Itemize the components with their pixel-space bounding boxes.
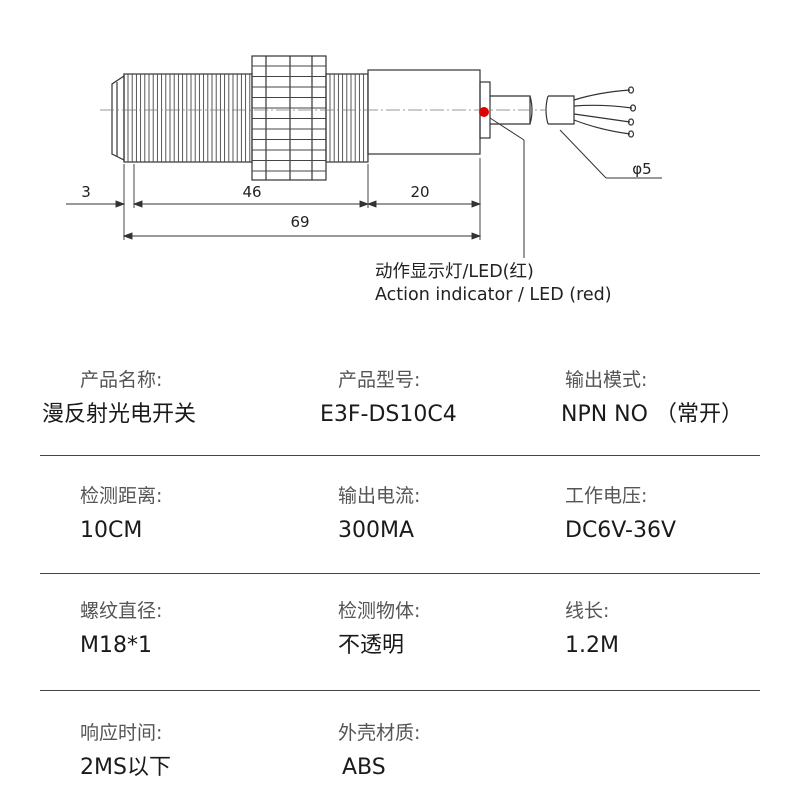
spec-label: 输出模式: xyxy=(565,369,648,391)
spec-detect-distance: 检测距离: 10CM xyxy=(80,484,162,546)
spec-label: 螺纹直径: xyxy=(80,600,163,622)
spec-label: 输出电流: xyxy=(338,485,421,507)
spec-label: 产品型号: xyxy=(338,369,421,391)
spec-label: 检测距离: xyxy=(80,485,163,507)
spec-label: 检测物体: xyxy=(338,600,421,622)
sensor-dimension-diagram: 3 46 20 69 φ5 动作显示灯/LED(红) Action indica… xyxy=(0,0,800,330)
dim-69-label: 69 xyxy=(290,213,310,231)
spec-response-time: 响应时间: 2MS以下 xyxy=(80,721,171,783)
spec-value: ABS xyxy=(342,755,386,780)
spec-value: M18*1 xyxy=(80,633,152,658)
spec-label: 响应时间: xyxy=(80,722,163,744)
spec-product-name: 产品名称: 漫反射光电开关 xyxy=(42,368,196,430)
spec-model: 产品型号: E3F-DS10C4 xyxy=(320,368,457,430)
spec-value: E3F-DS10C4 xyxy=(320,402,457,427)
spec-cable-length: 线长: 1.2M xyxy=(565,599,619,661)
led-caption-english: Action indicator / LED (red) xyxy=(375,285,612,305)
spec-value: NPN NO （常开） xyxy=(561,402,743,427)
sensor-drawing xyxy=(66,55,662,258)
spec-value: DC6V-36V xyxy=(565,518,677,543)
spec-detect-object: 检测物体: 不透明 xyxy=(338,599,420,661)
spec-value: 2MS以下 xyxy=(80,755,171,780)
led-indicator xyxy=(479,107,489,117)
spec-label: 外壳材质: xyxy=(338,722,421,744)
dim-3-label: 3 xyxy=(81,183,91,201)
cable-diameter-label: φ5 xyxy=(632,160,652,178)
spec-value: 1.2M xyxy=(565,633,619,658)
row-divider xyxy=(40,690,760,691)
spec-value: 不透明 xyxy=(338,633,405,658)
spec-thread-diameter: 螺纹直径: M18*1 xyxy=(80,599,162,661)
dim-20-label: 20 xyxy=(410,183,430,201)
spec-label: 工作电压: xyxy=(565,485,648,507)
dim-46-label: 46 xyxy=(242,183,262,201)
spec-output-current: 输出电流: 300MA xyxy=(338,484,420,546)
spec-label: 产品名称: xyxy=(80,369,163,391)
spec-value: 300MA xyxy=(338,518,415,543)
led-caption-chinese: 动作显示灯/LED(红) xyxy=(375,262,534,282)
spec-value: 10CM xyxy=(80,518,143,543)
spec-housing-material: 外壳材质: ABS xyxy=(338,721,420,783)
spec-working-voltage: 工作电压: DC6V-36V xyxy=(565,484,676,546)
spec-label: 线长: xyxy=(565,600,610,622)
spec-output-mode: 输出模式: NPN NO （常开） xyxy=(561,368,743,430)
row-divider xyxy=(40,573,760,574)
spec-value: 漫反射光电开关 xyxy=(42,402,197,427)
row-divider xyxy=(40,455,760,456)
